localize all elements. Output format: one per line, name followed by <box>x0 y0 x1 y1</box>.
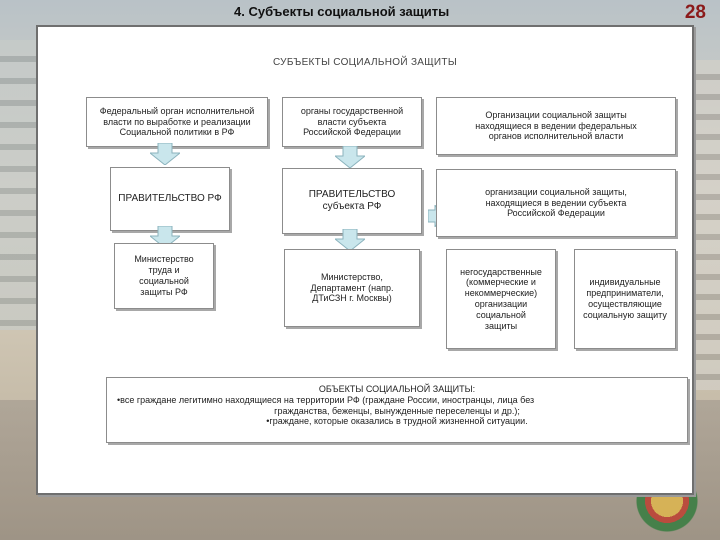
entrepreneurs-line: индивидуальные <box>589 277 661 288</box>
nonstate-organizations-line: организации <box>474 299 528 309</box>
entrepreneurs-line: социальную защиту <box>583 309 667 320</box>
arrow-down-icon <box>335 229 365 251</box>
regional-department-line: Министерство, <box>321 271 383 282</box>
regional-organizations-line: находящиеся в ведении субъекта <box>485 197 627 208</box>
federal-ministry-line: защиты РФ <box>140 286 188 297</box>
regional-organs-line: власти субъекта <box>317 116 387 127</box>
nonstate-organizations-line: защиты <box>484 320 518 331</box>
regional-organs-line: Российской Федерации <box>303 127 401 138</box>
nonstate-organizations-line: негосударственные <box>460 266 542 277</box>
federal-government-box: ПРАВИТЕЛЬСТВО РФ <box>110 167 230 231</box>
federal-organ-line: Социальной политики в РФ <box>119 127 235 138</box>
entrepreneurs-line: осуществляющие <box>588 299 662 309</box>
federal-government-label: ПРАВИТЕЛЬСТВО РФ <box>118 193 222 204</box>
federal-ministry-line: социальной <box>139 276 189 286</box>
federal-organizations-line: находящиеся в ведении федеральных <box>475 120 637 131</box>
objects-line: •все граждане легитимно находящиеся на т… <box>117 394 535 405</box>
federal-ministry-line: Министерство <box>134 254 194 265</box>
arrow-down-icon <box>150 226 180 248</box>
nonstate-organizations-line: социальной <box>476 309 526 320</box>
regional-organizations-line: организации социальной защиты, <box>485 186 627 197</box>
federal-organ-box: Федеральный орган исполнительной власти … <box>86 97 268 147</box>
federal-organizations-box: Организации социальной защиты находящиес… <box>436 97 676 155</box>
federal-organ-line: власти по выработке и реализации <box>103 116 251 127</box>
nonstate-organizations-line: некоммерческие) <box>464 288 538 299</box>
regional-organizations-line: Российской Федерации <box>507 208 605 219</box>
regional-department-line: ДТиСЗН г. Москвы) <box>312 293 392 304</box>
regional-organs-box: органы государственной власти субъекта Р… <box>282 97 422 147</box>
background-building-right <box>690 60 720 390</box>
objects-box: ОБЪЕКТЫ СОЦИАЛЬНОЙ ЗАЩИТЫ: •все граждане… <box>106 377 688 443</box>
slide-header: 4. Субъекты социальной защиты 28 <box>0 0 720 24</box>
regional-department-box: Министерство, Департамент (напр. ДТиСЗН … <box>284 249 420 327</box>
arrow-down-icon <box>150 143 180 165</box>
regional-department-line: Департамент (напр. <box>310 282 394 293</box>
nonstate-organizations-box: негосударственные (коммерческие и некомм… <box>446 249 556 349</box>
nonstate-organizations-line: (коммерческие и <box>466 277 536 288</box>
objects-line: •граждане, которые оказались в трудной ж… <box>266 416 528 427</box>
federal-ministry-line: труда и <box>148 265 180 276</box>
entrepreneurs-line: предприниматели, <box>586 288 664 299</box>
federal-ministry-box: Министерство труда и социальной защиты Р… <box>114 243 214 309</box>
regional-organizations-box: организации социальной защиты, находящие… <box>436 169 676 237</box>
slide-title: 4. Субъекты социальной защиты <box>234 4 450 19</box>
objects-title: ОБЪЕКТЫ СОЦИАЛЬНОЙ ЗАЩИТЫ: <box>318 384 476 394</box>
background-building-left <box>0 40 40 330</box>
regional-government-line: субъекта РФ <box>322 201 382 212</box>
federal-organizations-line: органов исполнительной власти <box>488 131 624 142</box>
regional-organs-line: органы государственной <box>300 105 404 116</box>
objects-line: гражданства, беженцы, вынужденные пересе… <box>274 405 520 416</box>
federal-organ-line: Федеральный орган исполнительной <box>99 105 255 116</box>
arrow-down-icon <box>335 146 365 168</box>
federal-organizations-line: Организации социальной защиты <box>485 109 627 120</box>
diagram-heading: СУБЪЕКТЫ СОЦИАЛЬНОЙ ЗАЩИТЫ <box>272 57 457 68</box>
entrepreneurs-box: индивидуальные предприниматели, осуществ… <box>574 249 676 349</box>
regional-government-box: ПРАВИТЕЛЬСТВО субъекта РФ <box>282 168 422 234</box>
diagram-frame: СУБЪЕКТЫ СОЦИАЛЬНОЙ ЗАЩИТЫ Федеральный о… <box>36 25 694 495</box>
page-number: 28 <box>684 2 706 23</box>
regional-government-line: ПРАВИТЕЛЬСТВО <box>308 189 396 200</box>
